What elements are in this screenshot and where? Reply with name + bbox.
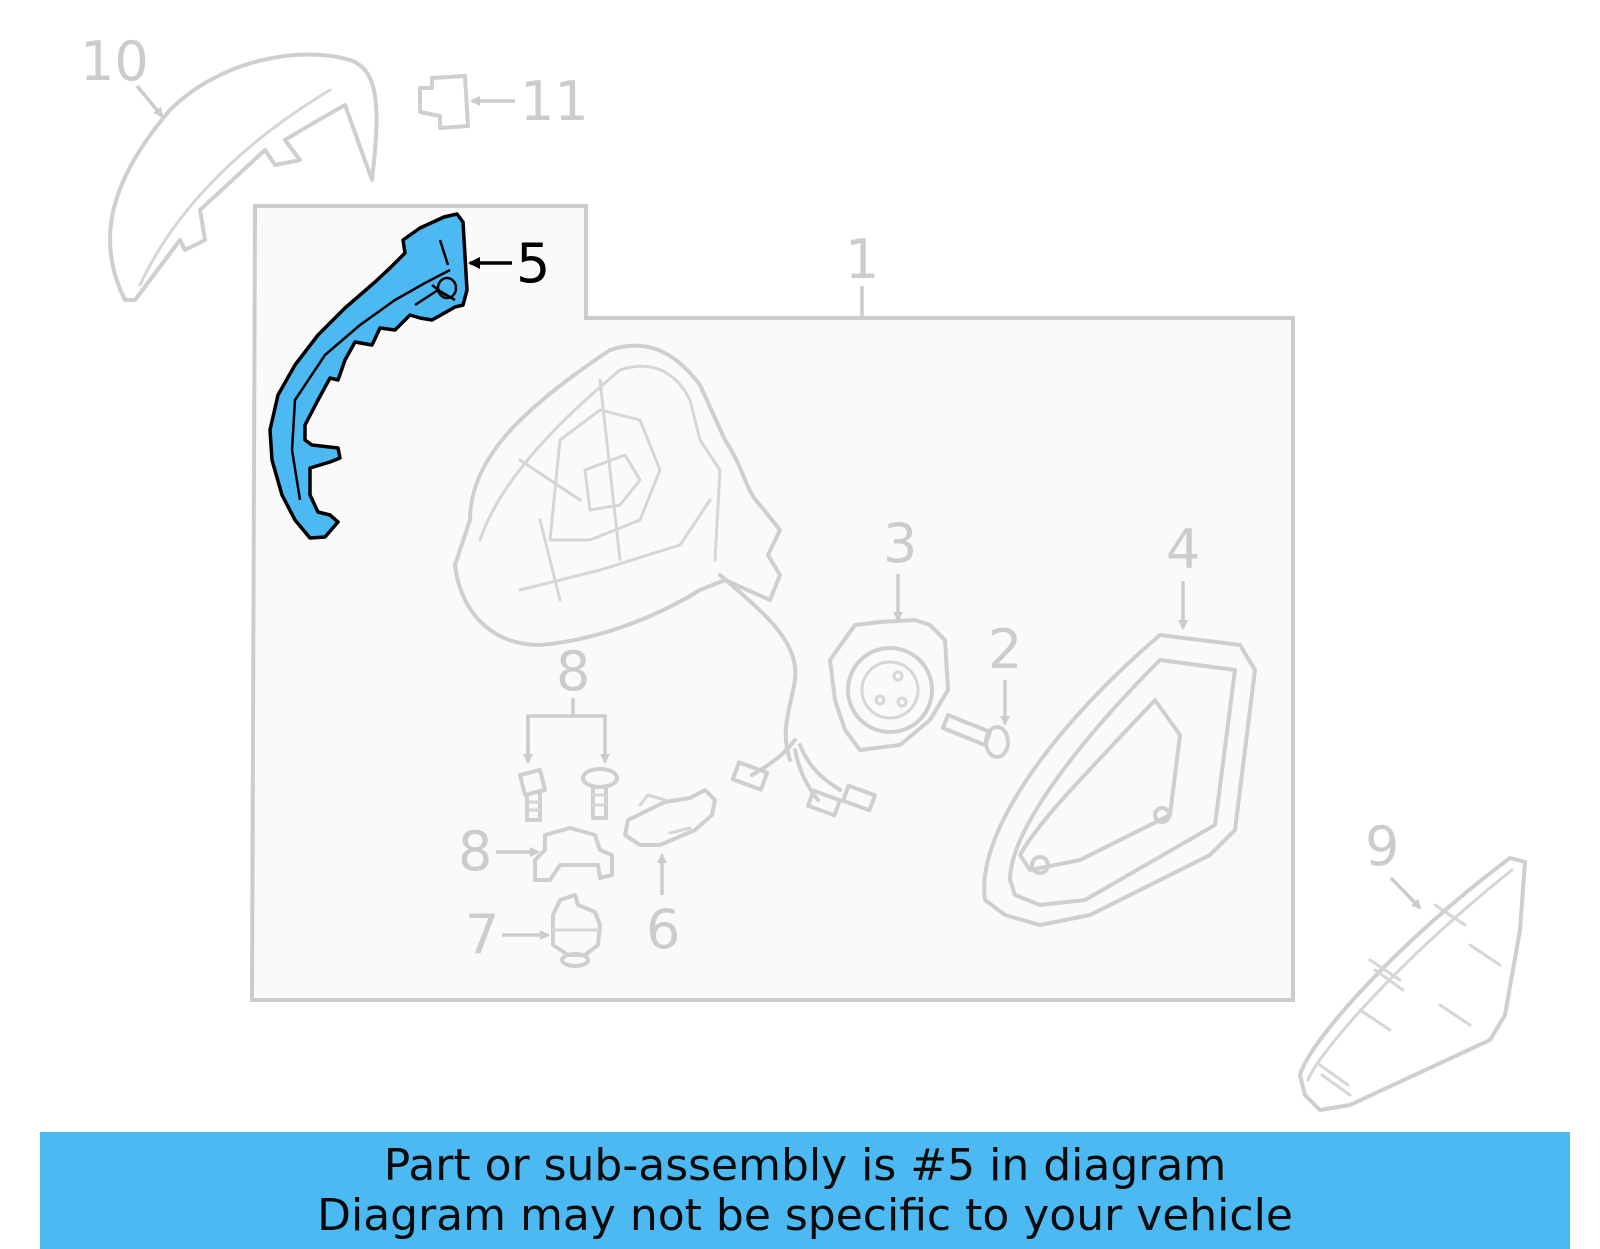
part-5-bolt-hole (436, 276, 458, 300)
part-4-backing-plate (982, 633, 1257, 927)
callout-11: 11 (520, 70, 589, 133)
callout-10: 10 (80, 30, 149, 93)
callout-numbers: 10 11 5 1 3 4 2 8 8 7 6 9 (80, 30, 1399, 966)
callout-1: 1 (845, 228, 879, 291)
part-1-mirror-housing (453, 343, 877, 818)
part-8-bracket (533, 826, 614, 882)
assembly-frame (249, 204, 1295, 1002)
part-5-turn-signal-lamp (268, 212, 469, 540)
banner-line-disclaimer: Diagram may not be specific to your vehi… (317, 1189, 1293, 1241)
callout-6: 6 (646, 898, 680, 961)
part-8-bolts (518, 767, 619, 822)
part-3-motor (828, 618, 950, 752)
leader-lines (135, 84, 1422, 940)
part-5-highlight-shape (268, 212, 469, 540)
callout-8-left: 8 (458, 820, 492, 883)
info-banner: Part or sub-assembly is #5 in diagram Di… (40, 1132, 1570, 1249)
part-10-mirror-cover (108, 52, 379, 302)
callout-3: 3 (883, 512, 917, 575)
banner-line-part: Part or sub-assembly is #5 in diagram (383, 1139, 1227, 1191)
callout-8-top: 8 (556, 640, 590, 703)
callout-9: 9 (1365, 815, 1399, 878)
callout-7: 7 (465, 903, 499, 966)
callout-4: 4 (1166, 518, 1200, 581)
part-2-screw (941, 713, 1010, 759)
part-11-clip (418, 74, 470, 130)
callout-2: 2 (988, 618, 1022, 681)
callout-5: 5 (516, 232, 550, 295)
part-7-lamp-socket (551, 893, 602, 968)
part-9-mirror-glass (1298, 856, 1527, 1112)
part-6-sensor (623, 788, 717, 847)
